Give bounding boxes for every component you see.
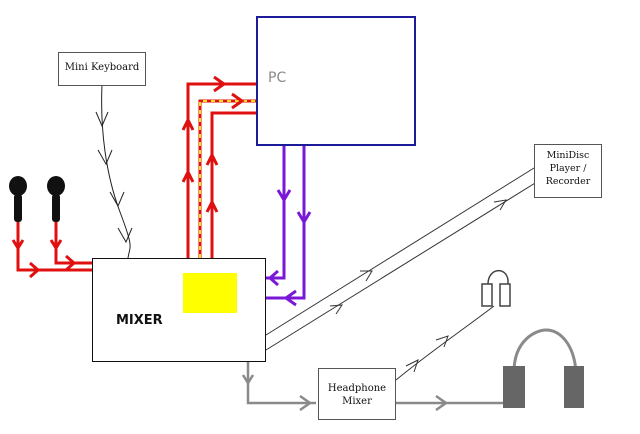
headphone-mixer-to-headphones xyxy=(396,394,504,412)
mixer-pad xyxy=(183,273,237,313)
pc-label: PC xyxy=(268,70,287,86)
minidisc-box xyxy=(534,144,602,198)
headphone-mixer-to-earbuds xyxy=(395,305,495,381)
pc-box xyxy=(256,16,416,146)
mixer-label: MIXER xyxy=(116,313,163,328)
headphones-icon xyxy=(503,328,584,408)
headphone-mixer-label: Headphone Mixer xyxy=(327,383,387,407)
headphone-mixer-box xyxy=(318,368,396,420)
keyboard-to-mixer-wire xyxy=(95,83,133,259)
pc-to-mixer-link xyxy=(266,146,312,307)
minidisc-to-mixer-link xyxy=(265,167,541,351)
mini-keyboard-box xyxy=(58,52,146,86)
mixer-box xyxy=(92,258,266,362)
earbuds-icon xyxy=(481,270,511,307)
mini-keyboard-label: Mini Keyboard xyxy=(64,62,140,73)
mic-lines xyxy=(11,222,92,279)
mixer-to-pc-link xyxy=(181,75,258,258)
minidisc-label: MiniDisc Player / Recorder xyxy=(545,150,591,187)
microphone-icon xyxy=(47,176,65,222)
microphone-icon xyxy=(9,176,27,222)
mixer-to-headphone-mixer xyxy=(241,362,316,412)
